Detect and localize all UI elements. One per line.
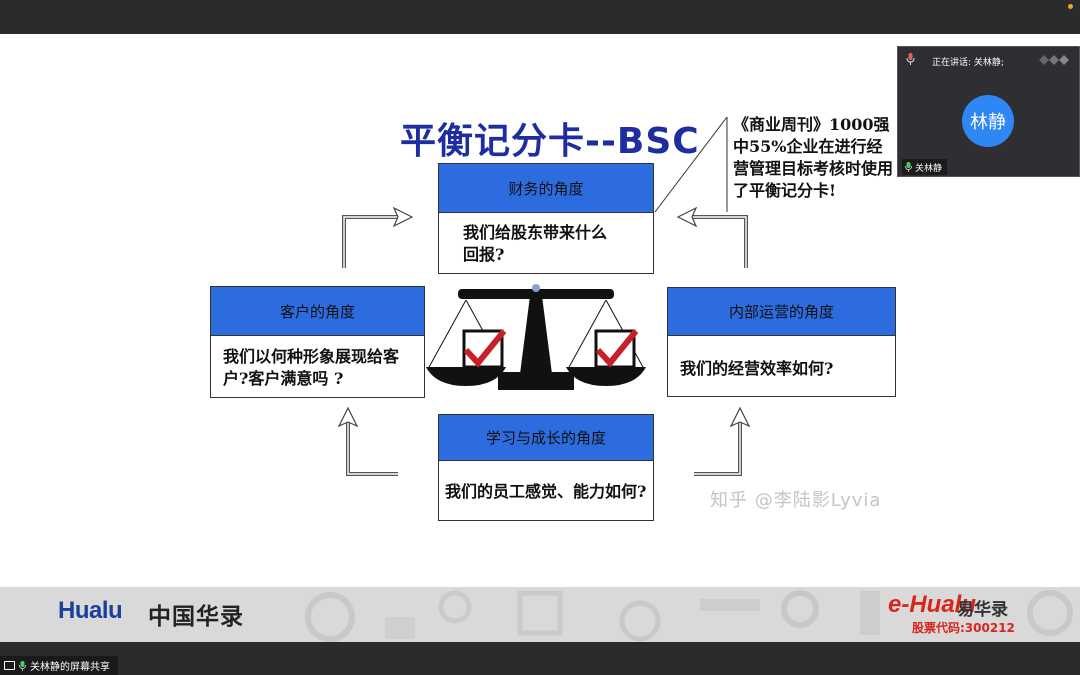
meeting-bottom-bar: 关林静的屏幕共享 [0, 642, 1080, 675]
meeting-top-bar [0, 0, 1080, 34]
finance-perspective-header: 财务的角度 [439, 164, 653, 213]
hualu-chinese-logo: 中国华录 [148, 604, 244, 630]
zhihu-watermark: 知乎 @李陆影Lyvia [710, 490, 882, 511]
learning-growth-text: 我们的员工感觉、能力如何? [445, 482, 647, 501]
internal-operations-header: 内部运营的角度 [668, 288, 895, 336]
slide-footer-band: Hualu 中国华录 e-Hualu 易华录 股票代码:300212 [0, 587, 1080, 642]
footer-pattern-icon [0, 587, 1080, 642]
participant-name: 关林静 [915, 163, 943, 174]
learning-growth-header: 学习与成长的角度 [439, 415, 653, 461]
ehualu-chinese-logo: 易华录 [957, 600, 1008, 620]
status-dot-icon [1068, 4, 1073, 9]
stock-code: 股票代码:300212 [912, 621, 1015, 635]
participant-name-tag: 关林静 [902, 159, 948, 175]
finance-perspective-box: 财务的角度 我们给股东带来什么回报? [438, 163, 654, 274]
screen-share-label: 关林静的屏幕共享 [30, 662, 110, 673]
arrow-bottom-right-icon [694, 406, 751, 476]
customer-perspective-text: 我们以何种形象展现给客户?客户满意吗 ? [223, 347, 400, 388]
ehualu-logo: e-Hualu [888, 591, 977, 618]
customer-perspective-box: 客户的角度 我们以何种形象展现给客户?客户满意吗 ? [210, 286, 425, 398]
screen-share-tag[interactable]: 关林静的屏幕共享 [0, 656, 118, 675]
customer-perspective-header: 客户的角度 [211, 287, 424, 336]
finance-perspective-text: 我们给股东带来什么回报? [463, 223, 608, 264]
mic-on-icon [905, 162, 912, 172]
diagram-lines [337, 116, 751, 476]
more-options-icon[interactable] [1039, 55, 1069, 65]
speaker-mic-icon [906, 53, 915, 65]
learning-growth-box: 学习与成长的角度 我们的员工感觉、能力如何? [438, 414, 654, 521]
slide-title: 平衡记分卡--BSC [400, 121, 700, 162]
arrow-bottom-left-icon [337, 406, 398, 476]
speaking-indicator: 正在讲话: 关林静; [932, 58, 1004, 68]
balance-scale-icon [426, 284, 646, 390]
participant-avatar: 林静 [962, 95, 1014, 147]
mic-on-icon [19, 660, 26, 671]
arrow-top-right-icon [676, 206, 748, 268]
arrow-top-left-icon [342, 206, 414, 268]
hualu-logo: Hualu [58, 597, 123, 624]
screen-share-icon [4, 661, 15, 670]
internal-operations-box: 内部运营的角度 我们的经营效率如何? [667, 287, 896, 397]
internal-operations-text: 我们的经营效率如何? [680, 359, 834, 378]
business-week-quote: 《商业周刊》1000强中55%企业在进行经营管理目标考核时使用了平衡记分卡! [733, 115, 894, 200]
participant-video-tile[interactable]: 正在讲话: 关林静; 林静 关林静 [897, 46, 1080, 177]
